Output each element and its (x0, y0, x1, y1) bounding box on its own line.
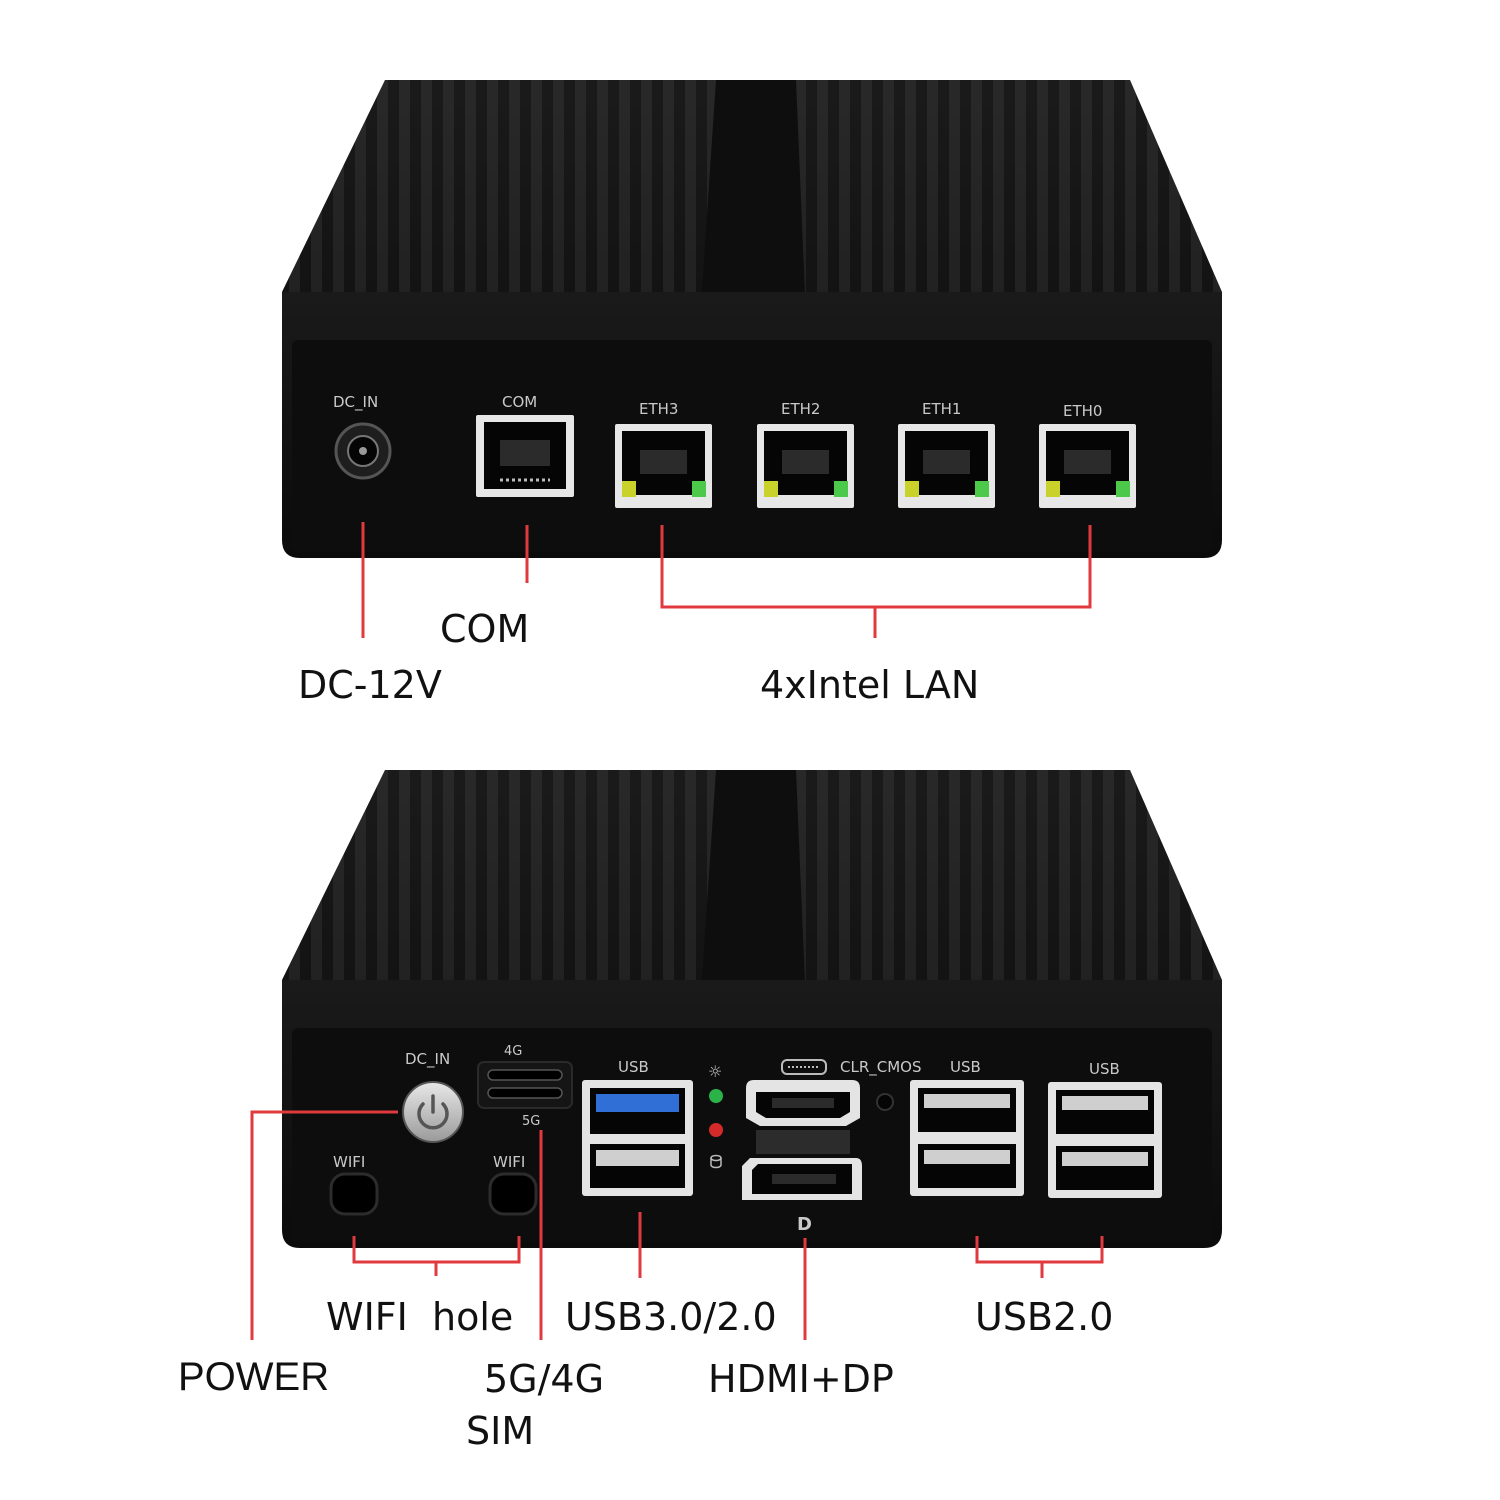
eth0-port[interactable] (1039, 424, 1136, 508)
top-dc-jack[interactable] (334, 422, 392, 480)
wifi-hole-left (329, 1172, 379, 1216)
top-eth2-silk: ETH2 (781, 400, 820, 418)
callout-wifi-hole: WIFI hole (326, 1295, 514, 1339)
dp-logo-icon: D (797, 1214, 812, 1235)
callout-hdmi-dp: HDMI+DP (708, 1357, 894, 1401)
led-green (709, 1089, 723, 1103)
wifi-hole-right (488, 1172, 538, 1216)
top-unit: DC_IN COM ETH3 ETH2 (282, 80, 1222, 638)
top-eth0-silk: ETH0 (1063, 402, 1102, 420)
sim-slots[interactable] (477, 1061, 573, 1109)
usb-left-silk: USB (618, 1058, 649, 1076)
top-center-channel (700, 80, 806, 320)
usb-mid-silk: USB (950, 1058, 981, 1076)
wifi-right-silk: WIFI (493, 1153, 525, 1171)
power-icon (417, 1094, 449, 1130)
bottom-dcin-silk: DC_IN (405, 1050, 450, 1069)
usb-right-silk: USB (1089, 1060, 1120, 1078)
led-red (709, 1123, 723, 1137)
eth3-port[interactable] (615, 424, 712, 508)
callout-com: COM (440, 607, 530, 651)
eth1-port[interactable] (898, 424, 995, 508)
callout-usb20: USB2.0 (975, 1295, 1114, 1339)
callout-sim: 5G/4G (484, 1357, 605, 1401)
power-button[interactable] (402, 1081, 464, 1143)
top-leader-lines (361, 522, 1092, 638)
bottom-unit: DC_IN 4G 5G WIFI WIFI USB (250, 770, 1222, 1340)
bottom-center-channel (700, 770, 806, 1008)
dp-port[interactable] (742, 1158, 862, 1200)
top-eth1-silk: ETH1 (922, 400, 961, 418)
usb3-stack[interactable] (582, 1080, 693, 1196)
hdmi-port[interactable] (746, 1080, 860, 1126)
disk-icon (710, 1154, 722, 1169)
bulb-icon: ☼ (708, 1062, 722, 1081)
top-eth3-silk: ETH3 (639, 400, 678, 418)
callout-dc-12v: DC-12V (298, 663, 442, 707)
clr-cmos-button[interactable] (876, 1093, 894, 1111)
top-com-port[interactable] (476, 415, 574, 497)
top-dcin-silk: DC_IN (333, 393, 378, 412)
callout-usb30: USB3.0/2.0 (565, 1295, 777, 1339)
callout-sim-line2: SIM (466, 1409, 535, 1453)
callout-power: POWER (178, 1355, 330, 1399)
usb2-stack-mid[interactable] (910, 1080, 1024, 1196)
top-com-silk: COM (502, 393, 537, 411)
eth2-port[interactable] (757, 424, 854, 508)
callout-intel-lan: 4xIntel LAN (760, 663, 980, 707)
sim-5g-silk: 5G (522, 1114, 540, 1129)
wifi-left-silk: WIFI (333, 1153, 365, 1171)
usb2-stack-right[interactable] (1048, 1082, 1162, 1198)
bottom-leader-lines (250, 1110, 1104, 1340)
sim-4g-silk: 4G (504, 1044, 522, 1059)
micro-usb-icon (781, 1059, 827, 1075)
status-leds: ☼ (708, 1062, 723, 1169)
clr-cmos-silk: CLR_CMOS (840, 1058, 922, 1077)
